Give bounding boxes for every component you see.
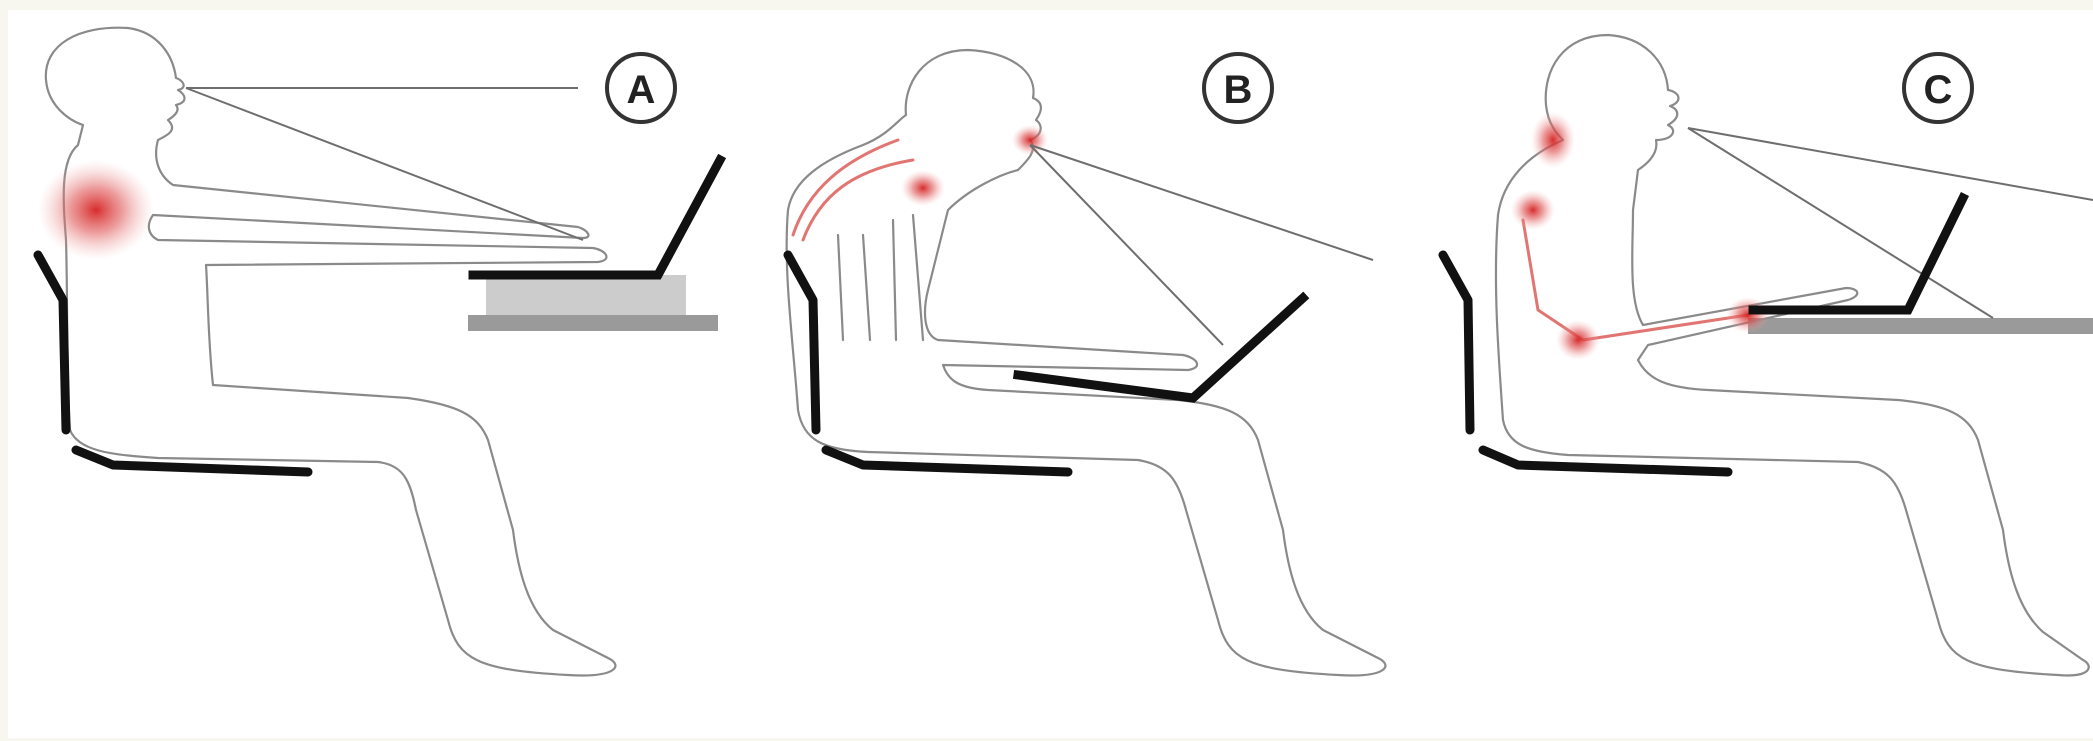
pain-arm-c bbox=[1523, 220, 1748, 340]
svg-text:C: C bbox=[1924, 68, 1953, 112]
panel-b: B bbox=[787, 50, 1386, 675]
pain-jaw-b bbox=[1012, 125, 1048, 155]
figure-b-arms bbox=[838, 215, 923, 340]
svg-text:A: A bbox=[627, 68, 656, 112]
chair-seat-c bbox=[1483, 450, 1728, 472]
pain-shoulder-c bbox=[1511, 190, 1555, 230]
label-c: C bbox=[1904, 54, 1972, 122]
sight-line-b-upper bbox=[1030, 145, 1373, 260]
chair-back-a bbox=[38, 255, 66, 430]
posture-diagram: A B bbox=[8, 10, 2093, 738]
pain-shoulder-a bbox=[38, 160, 154, 260]
sight-line-a-lower bbox=[186, 88, 583, 240]
pain-neck-b bbox=[793, 140, 898, 235]
sight-line-c-upper bbox=[1688, 128, 2093, 200]
pain-neck-b-2 bbox=[803, 160, 913, 240]
laptop-a bbox=[473, 160, 720, 275]
desk-c bbox=[1748, 318, 2093, 334]
label-b: B bbox=[1204, 54, 1272, 122]
figure-b-outline bbox=[787, 50, 1386, 675]
figure-a-outline bbox=[46, 28, 616, 676]
laptop-stand-base bbox=[468, 315, 718, 331]
chair-back-c bbox=[1443, 255, 1470, 430]
sight-line-b-lower bbox=[1030, 145, 1223, 345]
svg-text:B: B bbox=[1224, 68, 1253, 112]
panel-a: A bbox=[38, 28, 720, 676]
pain-neck-c bbox=[1531, 112, 1575, 168]
panel-c: C bbox=[1443, 35, 2093, 675]
pain-elbow-c bbox=[1556, 320, 1600, 360]
pain-wrist-c bbox=[1726, 297, 1770, 333]
posture-diagram-svg: A B bbox=[8, 10, 2093, 738]
label-a: A bbox=[607, 54, 675, 122]
laptop-stand-block bbox=[486, 275, 686, 315]
pain-shoulder-b bbox=[901, 170, 945, 206]
